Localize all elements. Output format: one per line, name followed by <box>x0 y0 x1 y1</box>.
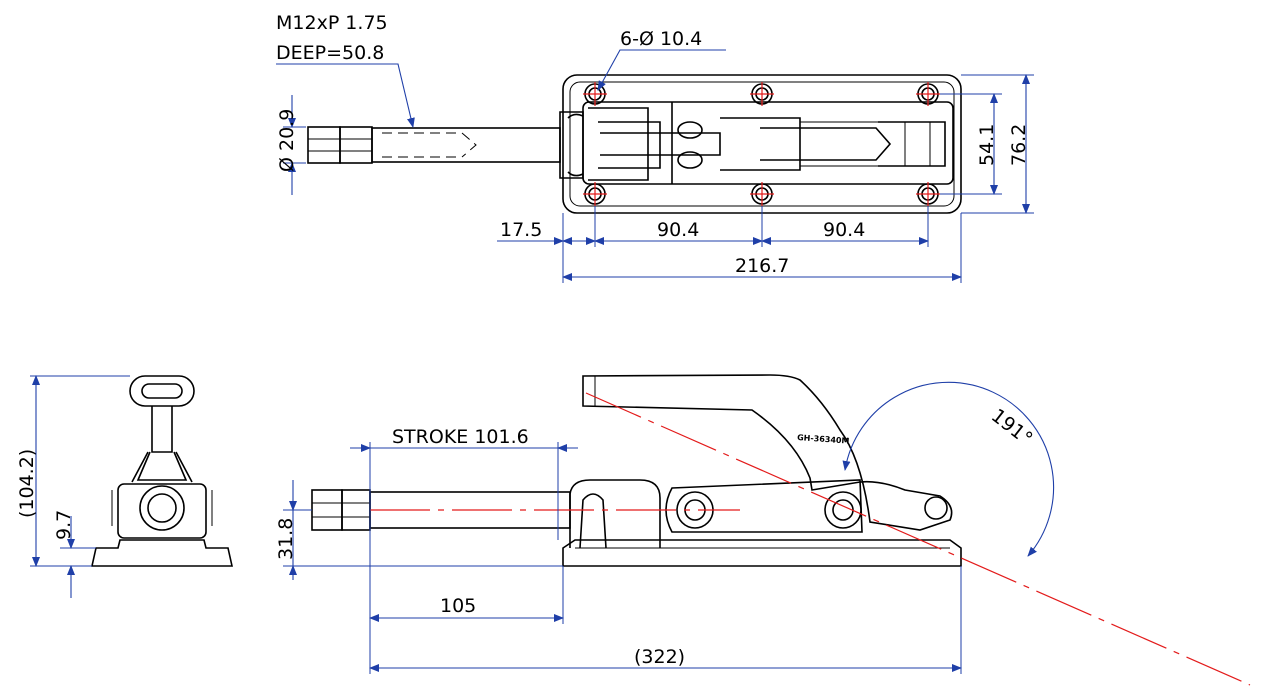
front-9-7-label: 9.7 <box>53 510 75 540</box>
thread-depth-label: DEEP=50.8 <box>276 42 384 64</box>
end-view-dimensions: (104.2) 9.7 <box>16 375 130 598</box>
end-view <box>91 375 233 567</box>
rod-diameter-label: Ø 20.9 <box>276 109 298 172</box>
hole-spacing-label: 54.1 <box>976 124 998 166</box>
overall-length-label: (322) <box>634 646 685 668</box>
holes-label: 6-Ø 10.4 <box>620 28 702 50</box>
top-view-dimensions: M12xP 1.75 DEEP=50.8 6-Ø 10.4 Ø 20.9 54.… <box>276 12 1034 283</box>
height-31-8-label: 31.8 <box>275 518 297 560</box>
thread-spec-label: M12xP 1.75 <box>276 12 388 34</box>
model-label: GH-36340M <box>797 433 850 446</box>
dim-90-4-a-label: 90.4 <box>657 219 699 241</box>
angle-label: 191° <box>987 405 1037 451</box>
base-width-label: 76.2 <box>1008 124 1030 166</box>
dim-17-5-label: 17.5 <box>500 219 542 241</box>
side-view: GH-36340M <box>311 374 962 567</box>
dim-90-4-b-label: 90.4 <box>823 219 865 241</box>
stroke-label: STROKE 101.6 <box>392 426 529 448</box>
plate-length-label: 216.7 <box>735 255 789 277</box>
front-height-label: (104.2) <box>16 449 38 518</box>
dim-105-label: 105 <box>440 595 476 617</box>
